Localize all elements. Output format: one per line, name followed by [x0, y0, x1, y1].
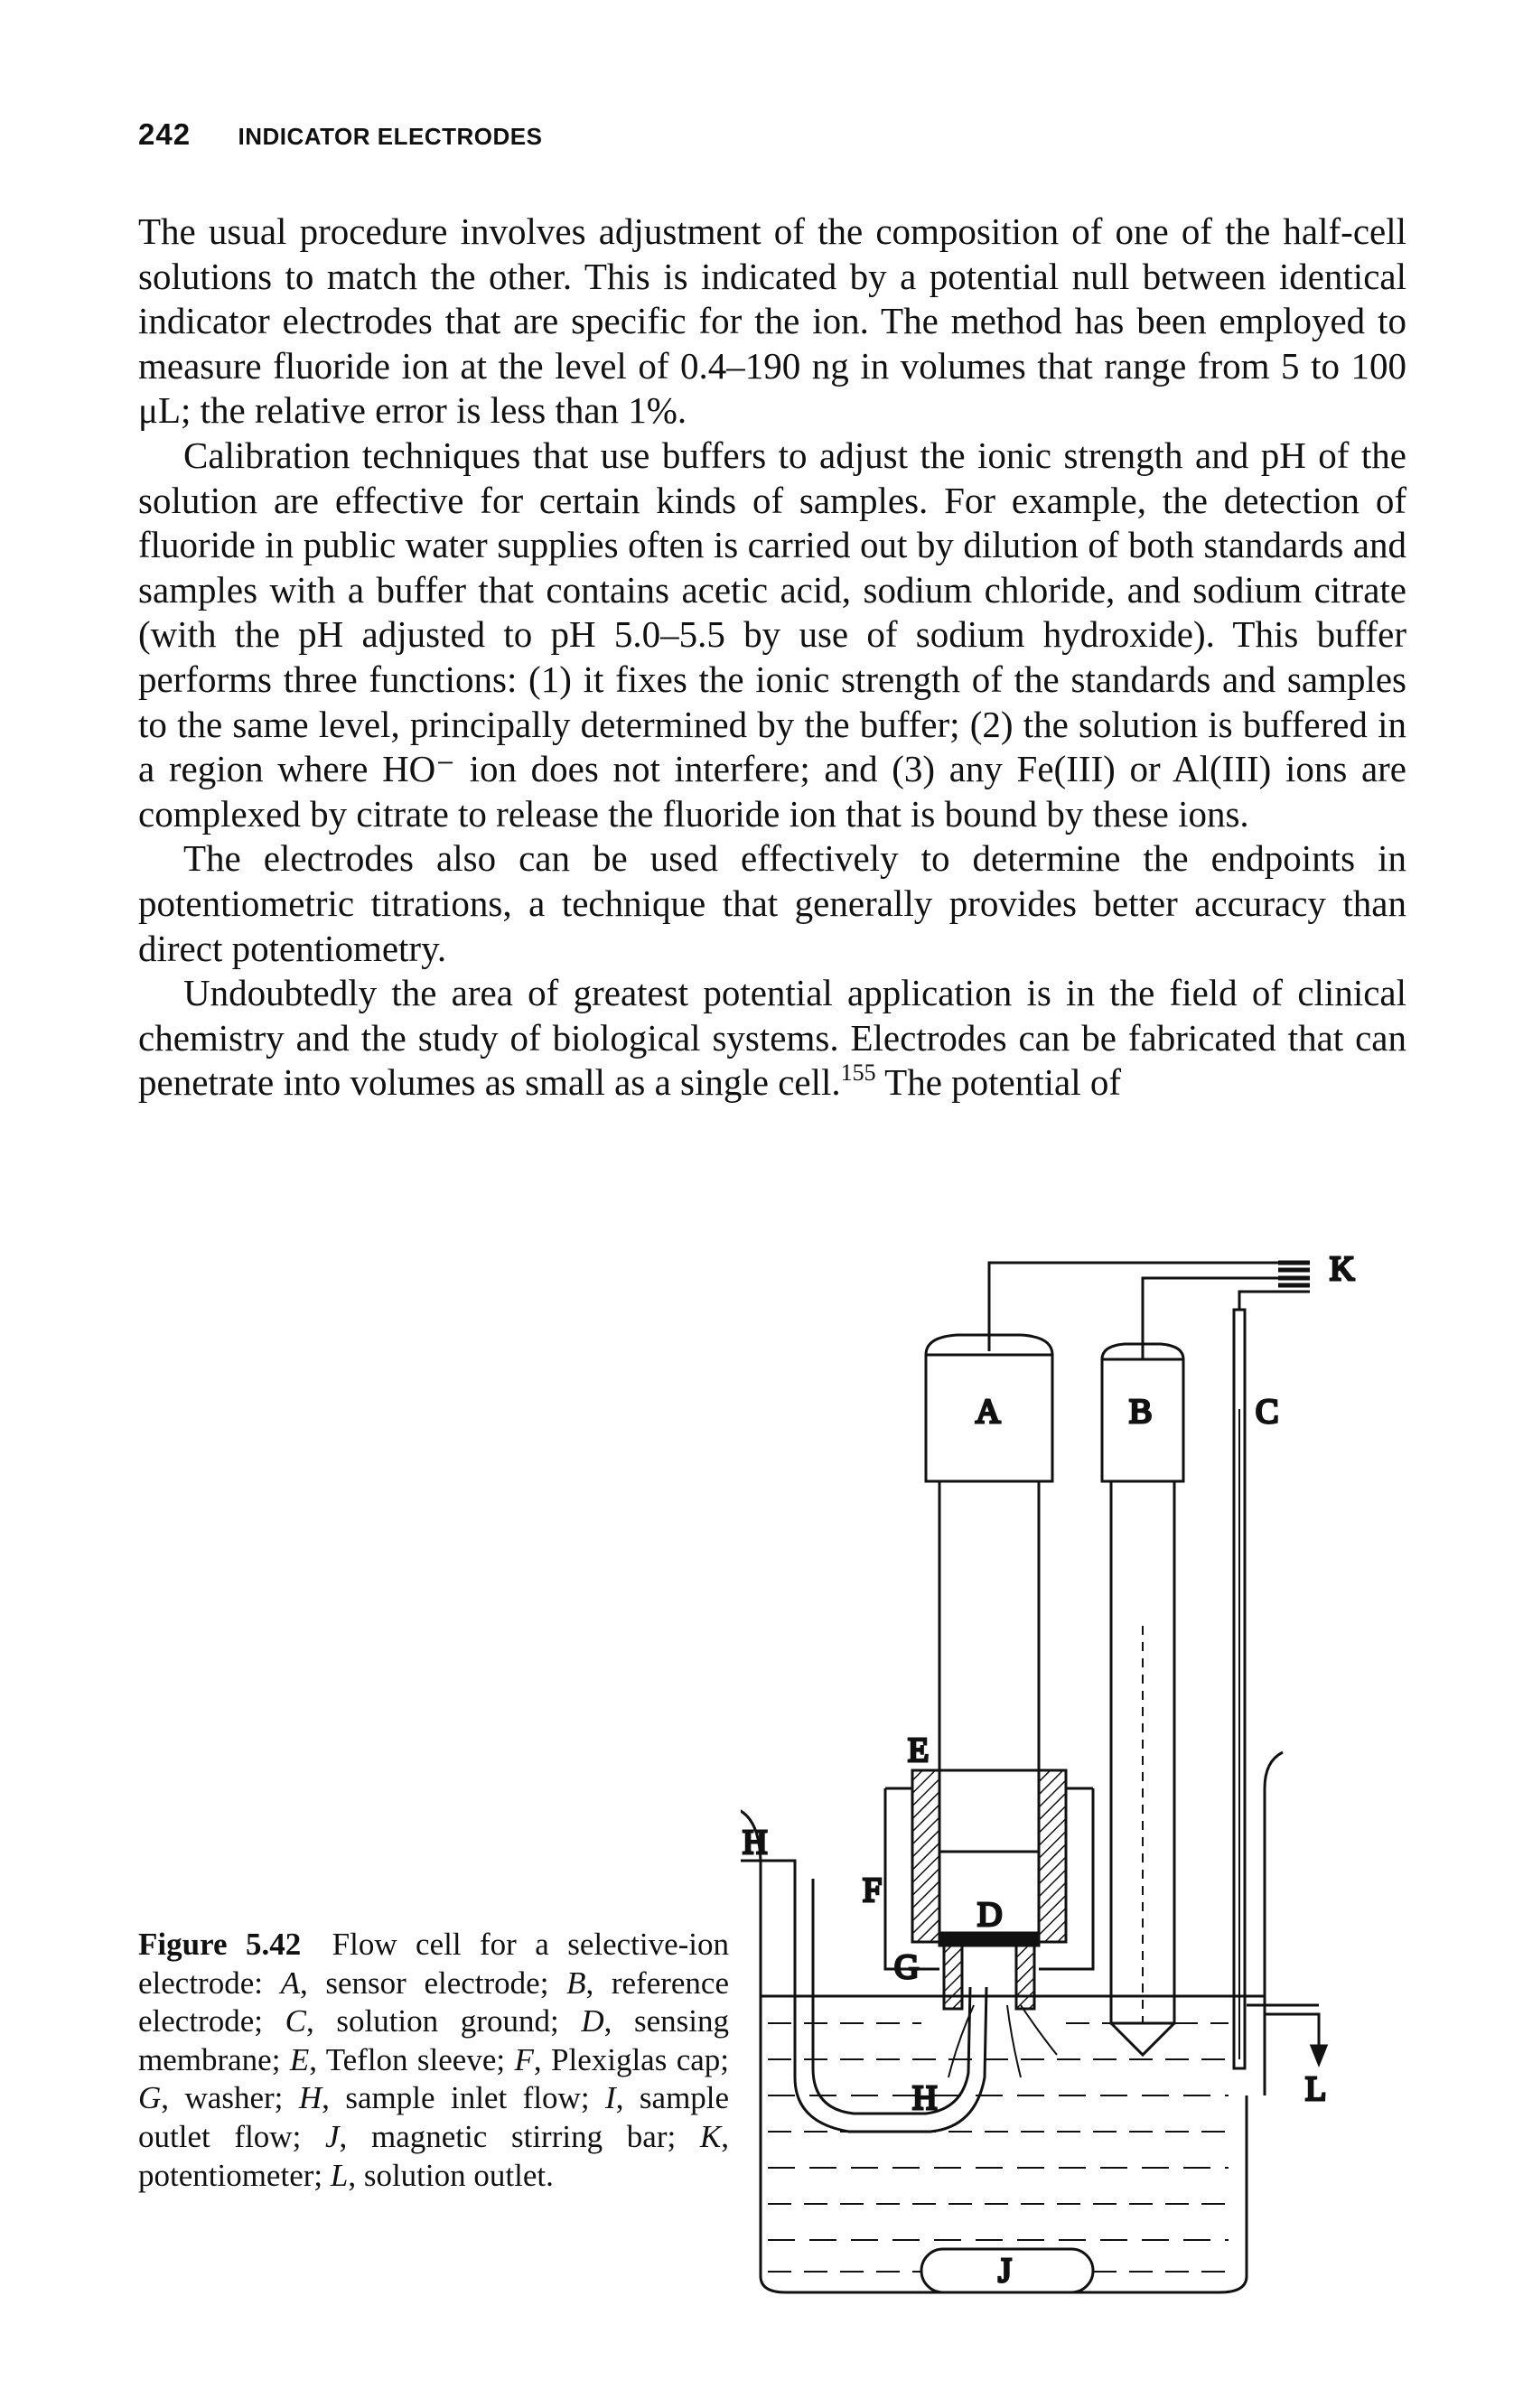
- sensor-electrode: [924, 1319, 1054, 1853]
- caption-text: Plexiglas cap;: [551, 2041, 729, 2077]
- caption-text: Teflon sleeve;: [325, 2041, 506, 2077]
- beaker: [741, 1750, 1329, 2294]
- caption-letter: G: [138, 2080, 162, 2116]
- label-l: L: [1305, 2070, 1326, 2108]
- caption-text: solution ground;: [336, 2003, 559, 2039]
- caption-letter: F: [514, 2041, 534, 2077]
- label-f: F: [863, 1871, 882, 1909]
- paragraph-4-text: Undoubtedly the area of greatest potenti…: [138, 972, 1406, 1104]
- figure-caption: Figure 5.42 Flow cell for a selective-io…: [138, 1926, 729, 2195]
- label-k: K: [1330, 1250, 1355, 1288]
- caption-text: sample outlet flow;: [138, 2080, 730, 2154]
- sensing-membrane: [938, 1931, 1041, 2011]
- caption-text: potentiometer;: [138, 2157, 323, 2193]
- caption-letter: J: [325, 2118, 340, 2154]
- sample-outlet-flow: [948, 2004, 1058, 2078]
- label-g: G: [894, 1948, 919, 1986]
- paragraph-4-tail: The potential of: [875, 1061, 1122, 1104]
- label-c: C: [1256, 1393, 1278, 1431]
- flow-cell-figure: A B C D E F G H H J K L: [741, 1210, 1427, 2294]
- caption-item: C, solution ground;: [285, 2003, 559, 2039]
- solution: [768, 2022, 1229, 2273]
- caption-text: magnetic stirring bar;: [371, 2118, 677, 2154]
- flow-cell-diagram: A B C D E F G H H J K L: [741, 1249, 1357, 2294]
- caption-letter: E: [289, 2041, 310, 2077]
- caption-item: J, magnetic stirring bar;: [325, 2118, 677, 2154]
- caption-letter: H: [298, 2080, 322, 2116]
- label-h-top: H: [743, 1824, 767, 1862]
- label-e: E: [908, 1731, 929, 1769]
- plexiglas-cap: [883, 1787, 1095, 1971]
- body-text: The usual procedure involves adjustment …: [138, 210, 1406, 1110]
- solution-ground: [1232, 1308, 1247, 2070]
- caption-item: G, washer;: [138, 2080, 284, 2116]
- caption-text: sample inlet flow;: [345, 2080, 590, 2116]
- caption-item: F, Plexiglas cap;: [514, 2041, 729, 2077]
- caption-item: A, sensor electrode;: [280, 1965, 549, 2001]
- caption-intro: Flow cell for a selective-ion electrode:: [138, 1927, 730, 2001]
- caption-item: B, reference electrode;: [138, 1965, 729, 2039]
- caption-text: sensing membrane;: [138, 2003, 729, 2077]
- caption-letter: I: [605, 2080, 616, 2116]
- caption-item: E, Teflon sleeve;: [289, 2041, 506, 2077]
- label-a: A: [976, 1393, 1001, 1431]
- caption-item: D, sensing membrane;: [138, 2003, 729, 2077]
- teflon-sleeve: [911, 1769, 1068, 1944]
- figure-label: Figure 5.42: [138, 1927, 302, 1962]
- caption-text: solution outlet.: [363, 2157, 554, 2193]
- paragraph-1: The usual procedure involves adjustment …: [138, 210, 1406, 432]
- caption-item: K, potentiometer;: [138, 2118, 730, 2193]
- caption-text: washer;: [184, 2080, 284, 2116]
- magnetic-stirring-bar: [920, 2247, 1095, 2294]
- caption-letter: A: [280, 1965, 300, 2001]
- caption-item: L, solution outlet.: [330, 2157, 554, 2193]
- label-d: D: [977, 1896, 1002, 1934]
- paragraph-4: Undoubtedly the area of greatest potenti…: [138, 971, 1406, 1110]
- label-h-low: H: [912, 2079, 937, 2117]
- label-j: J: [998, 2252, 1012, 2290]
- paragraph-3: The electrodes also can be used effectiv…: [138, 837, 1406, 969]
- paragraph-2: Calibration techniques that use buffers …: [138, 434, 1406, 835]
- reference-superscript: 155: [840, 1059, 876, 1087]
- section-title: INDICATOR ELECTRODES: [238, 123, 543, 150]
- page-number: 242: [138, 117, 192, 151]
- caption-letter: B: [566, 1965, 586, 2001]
- caption-letter: D: [581, 2003, 604, 2039]
- label-b: B: [1129, 1393, 1152, 1431]
- caption-letter: K: [699, 2118, 722, 2154]
- caption-letter: L: [330, 2157, 349, 2193]
- caption-item: I, sample outlet flow;: [138, 2080, 730, 2154]
- caption-text: reference electrode;: [138, 1965, 729, 2039]
- caption-text: sensor electrode;: [325, 1965, 549, 2001]
- running-head: 242 INDICATOR ELECTRODES: [138, 117, 542, 152]
- caption-letter: C: [285, 2003, 306, 2039]
- caption-item: H, sample inlet flow;: [298, 2080, 590, 2116]
- reference-electrode: [1100, 1342, 1185, 2058]
